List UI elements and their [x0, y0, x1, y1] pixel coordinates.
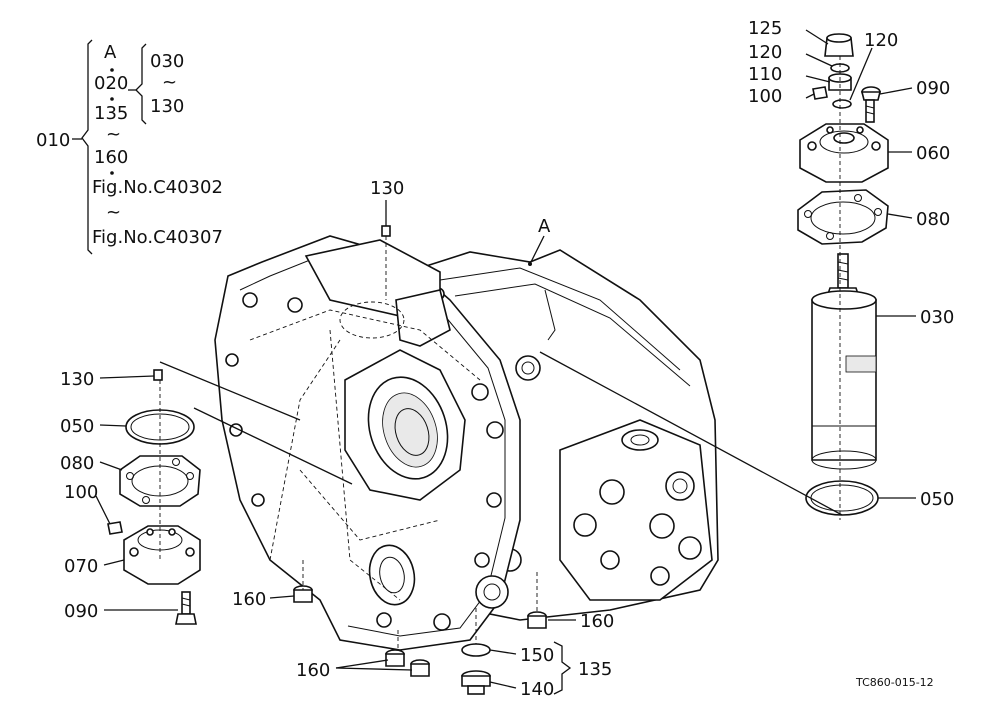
transmission-housing [214, 235, 719, 651]
part-130-plug-left [153, 369, 163, 381]
part-160-plug-c [410, 659, 430, 677]
label-125: 125 [748, 18, 782, 39]
label-050-right: 050 [920, 489, 954, 510]
key-line-020: 020 [94, 73, 128, 94]
part-160-plug-b [385, 649, 405, 667]
part-120-oring-lower [832, 99, 852, 109]
label-100-right: 100 [748, 86, 782, 107]
assembly-key: A 020 135 ~ 160 Fig.No.C40302 ~ Fig.No.C… [36, 39, 223, 255]
part-labels: 125 120 120 110 100 090 060 080 030 050 … [60, 18, 954, 700]
part-050-oring-right [805, 480, 879, 516]
housing-valve-block [559, 419, 713, 601]
label-160-a: 160 [232, 589, 266, 610]
part-080-gasket-right [797, 189, 889, 245]
label-090-left: 090 [64, 601, 98, 622]
key-sub-brace [135, 43, 147, 125]
key-line-tilde2: ~ [106, 202, 121, 223]
left-cover-stack [107, 369, 201, 625]
part-100-plug-right [812, 86, 828, 100]
part-160-plug-d [527, 611, 547, 629]
label-120-lower: 120 [864, 30, 898, 51]
label-100-left: 100 [64, 482, 98, 503]
part-130-plug-top [381, 225, 391, 237]
key-line-135: 135 [94, 103, 128, 124]
label-160-c: 160 [580, 611, 614, 632]
key-line-fig1: Fig.No.C40302 [92, 177, 223, 198]
part-160-plug-a [293, 585, 313, 603]
key-left-brace [81, 39, 93, 255]
key-line-fig2: Fig.No.C40307 [92, 227, 223, 248]
label-080-right: 080 [916, 209, 950, 230]
key-line-160: 160 [94, 147, 128, 168]
leader-lines [95, 29, 916, 695]
label-135: 135 [578, 659, 612, 680]
label-150: 150 [520, 645, 554, 666]
part-150-oring [461, 643, 491, 657]
key-sub-tilde: ~ [162, 72, 177, 93]
label-110: 110 [748, 64, 782, 85]
label-a: A [538, 216, 551, 237]
label-160-b: 160 [296, 660, 330, 681]
label-030: 030 [920, 307, 954, 328]
reference-code: TC860-015-12 [855, 676, 934, 689]
label-140: 140 [520, 679, 554, 700]
label-050-left: 050 [60, 416, 94, 437]
label-090-right: 090 [916, 78, 950, 99]
label-120-upper: 120 [748, 42, 782, 63]
key-line-a: A [104, 42, 117, 63]
key-sub-030: 030 [150, 51, 184, 72]
key-main-number: 010 [36, 130, 70, 151]
label-080-left: 080 [60, 453, 94, 474]
label-060: 060 [916, 143, 950, 164]
bottom-plugs [293, 225, 547, 695]
part-070-cover [123, 525, 201, 585]
part-100-plug-left [107, 521, 123, 535]
part-030-cylinder [811, 299, 877, 461]
key-line-tilde1: ~ [106, 124, 121, 145]
label-130-left: 130 [60, 369, 94, 390]
cylinder-stack [797, 33, 889, 520]
label-130-top: 130 [370, 178, 404, 199]
key-sub-130: 130 [150, 96, 184, 117]
part-090-bolt-left [175, 613, 197, 625]
label-070: 070 [64, 556, 98, 577]
